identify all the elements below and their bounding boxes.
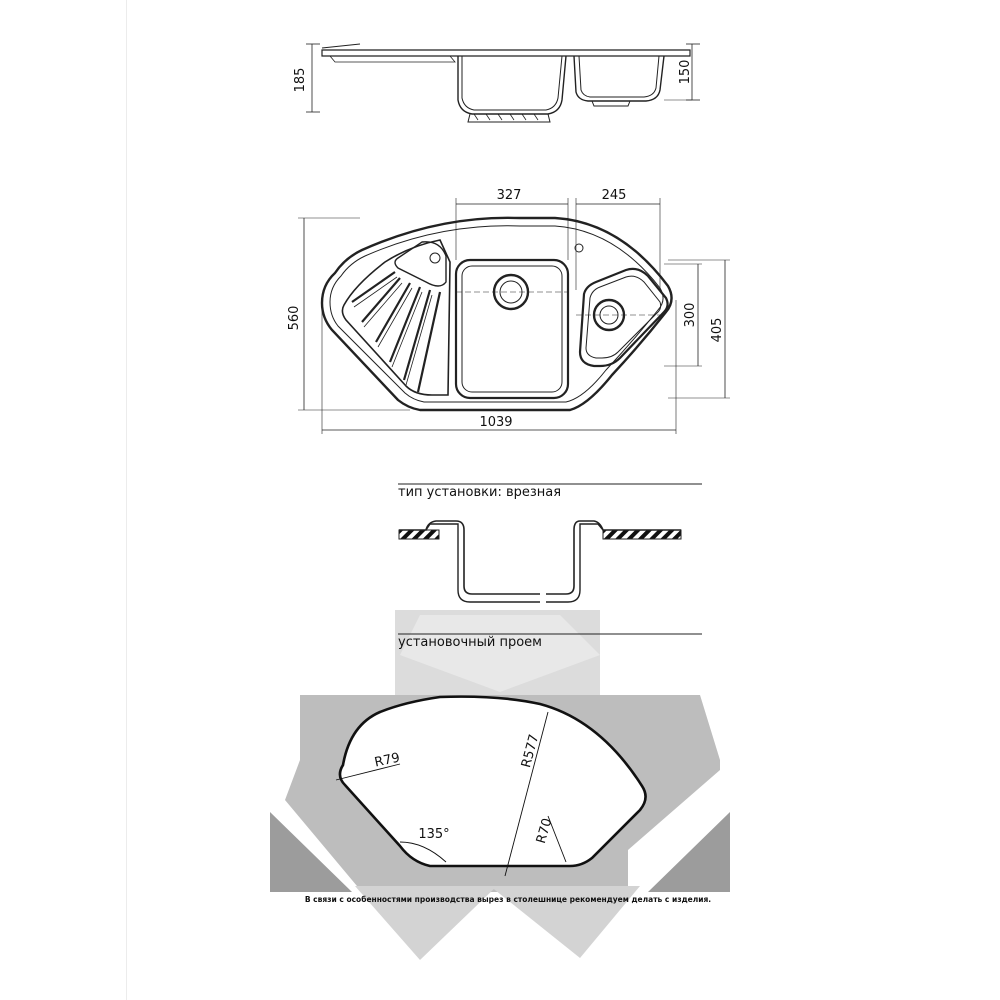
cutout-radius-side: R70 xyxy=(534,817,555,846)
top-view xyxy=(298,198,730,434)
installation-type-label: тип установки: врезная xyxy=(398,485,561,500)
dim-height-small-bowl: 150 xyxy=(678,60,693,85)
installation-section xyxy=(398,520,682,603)
side-view xyxy=(306,43,700,123)
cutout-radius-corner: R79 xyxy=(373,751,401,771)
dim-right-depth: 405 xyxy=(710,318,725,343)
cutout-shape xyxy=(335,695,647,877)
margin-line xyxy=(126,0,127,1000)
dim-height-total: 185 xyxy=(293,68,308,93)
dim-main-bowl-width: 327 xyxy=(497,188,522,203)
cutout-note: В связи с особенностями производства выр… xyxy=(305,895,711,904)
cutout-angle: 135° xyxy=(418,827,449,842)
dim-small-bowl-width: 245 xyxy=(602,188,627,203)
dim-small-bowl-depth: 300 xyxy=(683,303,698,328)
dim-overall-depth: 560 xyxy=(287,306,302,331)
cutout-title: установочный проем xyxy=(398,635,542,650)
dim-overall-length: 1039 xyxy=(479,415,512,430)
